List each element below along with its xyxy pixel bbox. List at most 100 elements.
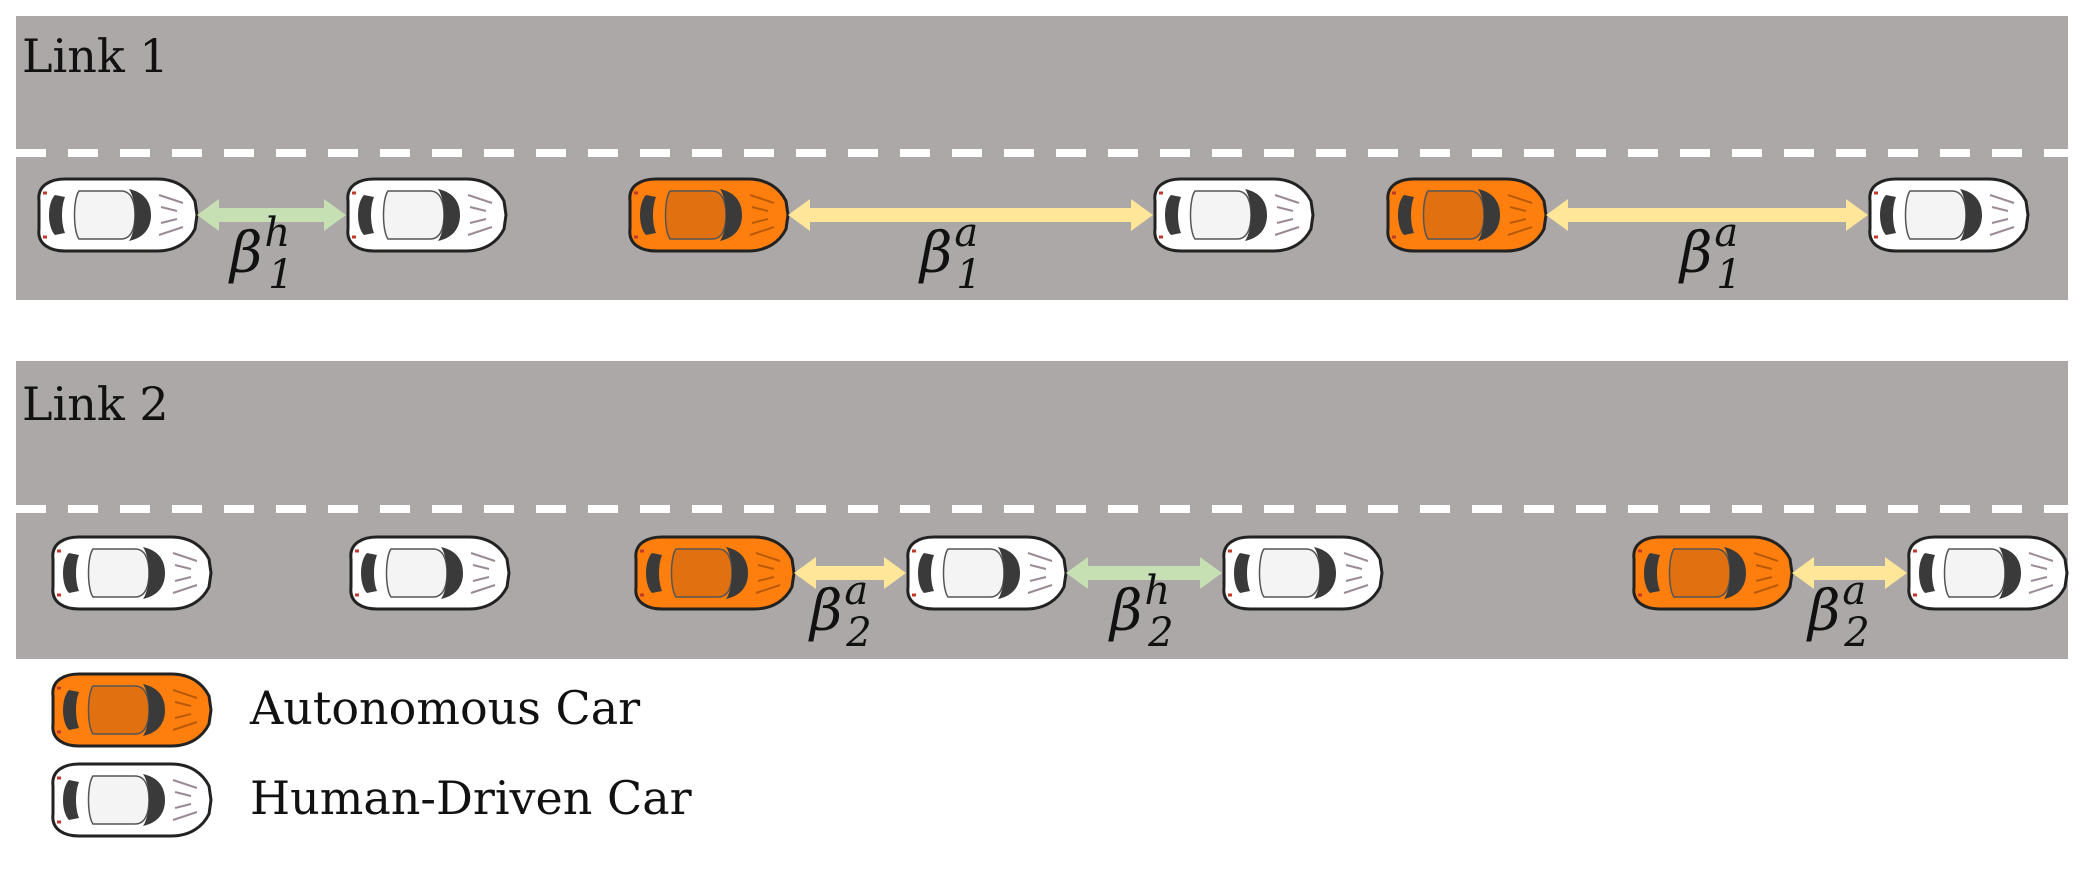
car-roof bbox=[87, 685, 150, 735]
car-hood-lines bbox=[1274, 194, 1300, 236]
car-roof bbox=[73, 190, 136, 240]
car-hood-lines bbox=[1989, 194, 2015, 236]
car-rear-lights bbox=[912, 549, 916, 597]
link-2-human-car-1 bbox=[51, 535, 213, 611]
link-2-autonomous-car-3 bbox=[634, 535, 796, 611]
car-hood-lines bbox=[1507, 194, 1533, 236]
car-rear-lights bbox=[352, 191, 356, 239]
car-rear-lights bbox=[57, 776, 61, 824]
car-windshield bbox=[720, 189, 742, 241]
car-rear-window bbox=[63, 553, 79, 593]
car-rear-lights bbox=[1228, 549, 1232, 597]
legend-human-car bbox=[51, 762, 213, 838]
car-roof bbox=[664, 190, 727, 240]
car-hood-lines bbox=[172, 779, 198, 821]
car-roof bbox=[1189, 190, 1252, 240]
link-1-human-car-1 bbox=[37, 177, 199, 253]
legend-autonomous-label: Autonomous Car bbox=[249, 681, 640, 735]
car-rear-window bbox=[49, 195, 65, 235]
car-rear-window bbox=[640, 195, 656, 235]
car-rear-lights bbox=[57, 686, 61, 734]
legend-human-label: Human-Driven Car bbox=[250, 771, 692, 825]
car-roof bbox=[670, 548, 733, 598]
car-hood-lines bbox=[172, 552, 198, 594]
car-rear-lights bbox=[640, 549, 644, 597]
link-2-road: Link 2 bbox=[16, 361, 2068, 659]
car-hood-lines bbox=[470, 552, 496, 594]
car-windshield bbox=[129, 189, 151, 241]
car-hood-lines bbox=[1753, 552, 1779, 594]
car-windshield bbox=[441, 547, 463, 599]
car-roof bbox=[1258, 548, 1321, 598]
link-2-gap-arrow-2 bbox=[1066, 557, 1222, 589]
car-windshield bbox=[143, 684, 165, 736]
legend: Autonomous Car Human-Driven Car bbox=[51, 672, 692, 838]
car-rear-lights bbox=[1392, 191, 1396, 239]
link-1-human-car-6 bbox=[1868, 177, 2030, 253]
car-roof bbox=[1904, 190, 1967, 240]
car-rear-window bbox=[361, 553, 377, 593]
link-2-label: Link 2 bbox=[22, 377, 169, 431]
car-hood-lines bbox=[755, 552, 781, 594]
car-windshield bbox=[1724, 547, 1746, 599]
car-roof bbox=[382, 190, 445, 240]
car-hood-lines bbox=[1343, 552, 1369, 594]
car-windshield bbox=[1999, 547, 2021, 599]
link-1-human-car-2 bbox=[346, 177, 508, 253]
car-hood-lines bbox=[2028, 552, 2054, 594]
legend-autonomous-car-icon bbox=[51, 672, 213, 748]
car-roof bbox=[1668, 548, 1731, 598]
link-2-human-car-2 bbox=[349, 535, 511, 611]
car-rear-window bbox=[63, 690, 79, 730]
car-windshield bbox=[143, 774, 165, 826]
car-windshield bbox=[1478, 189, 1500, 241]
car-rear-lights bbox=[57, 549, 61, 597]
car-windshield bbox=[143, 547, 165, 599]
car-roof bbox=[87, 548, 150, 598]
link-1-road: Link 1 bbox=[16, 16, 2068, 300]
car-rear-window bbox=[1165, 195, 1181, 235]
gap-arrows-layer bbox=[197, 199, 1907, 589]
link-1-autonomous-car-3 bbox=[628, 177, 790, 253]
car-windshield bbox=[726, 547, 748, 599]
car-windshield bbox=[1245, 189, 1267, 241]
link-2-autonomous-car-6 bbox=[1632, 535, 1794, 611]
link-1-autonomous-car-5 bbox=[1386, 177, 1548, 253]
cars-layer bbox=[37, 177, 2069, 611]
car-hood-lines bbox=[1027, 552, 1053, 594]
legend-autonomous-car bbox=[51, 672, 213, 748]
car-hood-lines bbox=[172, 689, 198, 731]
car-hood-lines bbox=[749, 194, 775, 236]
car-windshield bbox=[998, 547, 1020, 599]
car-windshield bbox=[1960, 189, 1982, 241]
link-1-gap-arrow-1 bbox=[197, 199, 346, 231]
car-roof bbox=[1422, 190, 1485, 240]
link-2-gap-arrow-1 bbox=[794, 557, 906, 589]
car-rear-window bbox=[918, 553, 934, 593]
car-rear-lights bbox=[634, 191, 638, 239]
link-2-human-car-5 bbox=[1222, 535, 1384, 611]
car-rear-window bbox=[1880, 195, 1896, 235]
car-rear-lights bbox=[1159, 191, 1163, 239]
car-windshield bbox=[438, 189, 460, 241]
link-2-human-car-7 bbox=[1907, 535, 2069, 611]
car-roof bbox=[87, 775, 150, 825]
link-1-human-car-4 bbox=[1153, 177, 1315, 253]
car-rear-window bbox=[646, 553, 662, 593]
car-rear-window bbox=[358, 195, 374, 235]
link-2-human-car-4 bbox=[906, 535, 1068, 611]
car-rear-window bbox=[1919, 553, 1935, 593]
car-hood-lines bbox=[158, 194, 184, 236]
car-roof bbox=[942, 548, 1005, 598]
car-rear-window bbox=[1234, 553, 1250, 593]
link-1-gap-arrow-2 bbox=[788, 199, 1153, 231]
car-windshield bbox=[1314, 547, 1336, 599]
car-rear-lights bbox=[1913, 549, 1917, 597]
link-2-gap-arrow-3 bbox=[1792, 557, 1907, 589]
car-roof bbox=[1943, 548, 2006, 598]
car-rear-lights bbox=[355, 549, 359, 597]
